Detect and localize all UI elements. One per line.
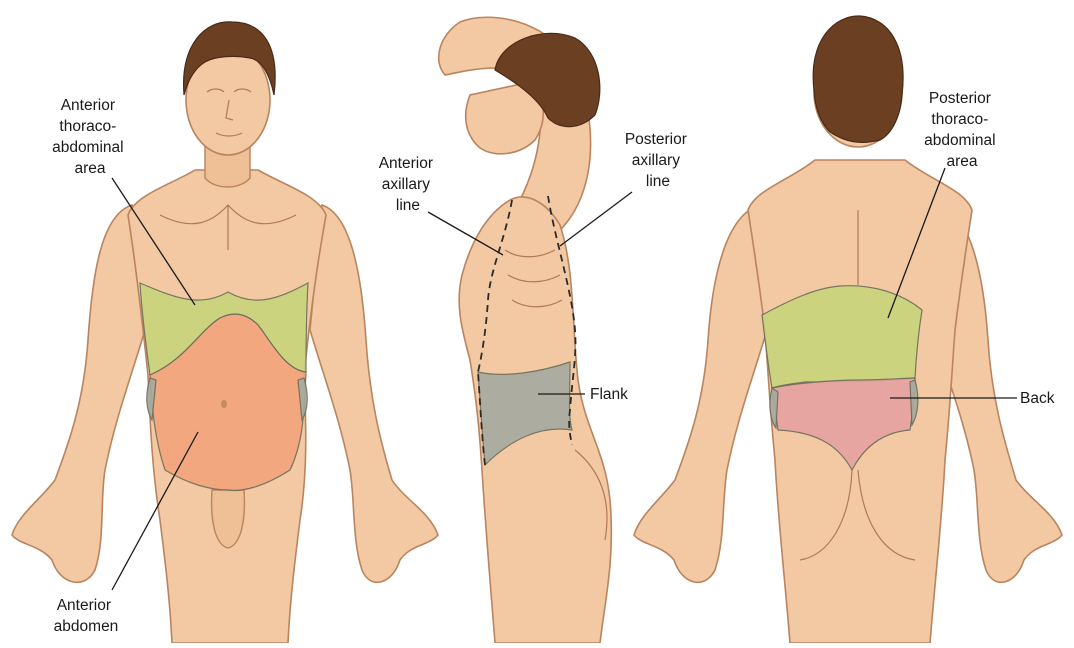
label-anterior-axillary: Anterior axillary line — [379, 155, 438, 214]
front-figure — [12, 22, 438, 643]
back-figure — [634, 16, 1062, 643]
back-hair — [813, 16, 903, 142]
label-flank: Flank — [590, 386, 628, 403]
label-anterior-thoraco: Anterior thoraco- abdominal area — [52, 97, 128, 177]
label-posterior-axillary: Posterior axillary line — [625, 131, 691, 190]
label-anterior-abdomen: Anterior abdomen — [54, 597, 119, 635]
label-posterior-thoraco: Posterior thoraco- abdominal area — [924, 90, 1000, 170]
side-figure — [439, 17, 612, 643]
front-navel — [221, 400, 227, 408]
label-back: Back — [1020, 390, 1055, 407]
back-left-arm — [634, 205, 767, 582]
front-right-arm — [310, 205, 438, 582]
front-left-arm — [12, 205, 145, 582]
